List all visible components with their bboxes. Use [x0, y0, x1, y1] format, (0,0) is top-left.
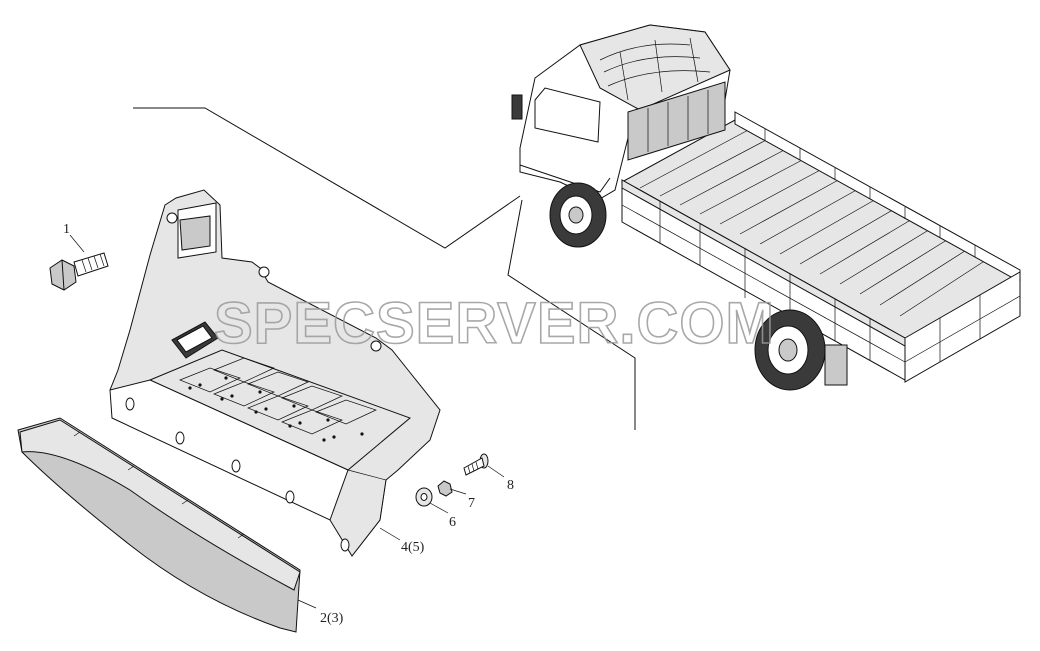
step-bracket — [109, 189, 441, 557]
truck-illustration — [511, 24, 1021, 391]
mud-flap — [824, 344, 848, 386]
screw-8 — [463, 453, 489, 476]
callout-8: 8 — [507, 478, 514, 493]
watermark-text: SPECSERVER.COM — [214, 291, 775, 356]
step-front-lip — [109, 379, 349, 521]
bolt-1 — [49, 252, 109, 291]
leader-lines — [133, 107, 636, 430]
callout-4-5: 4(5) — [401, 540, 425, 555]
bolt-thread — [73, 252, 109, 277]
washer-6 — [415, 487, 433, 507]
callout-2-3: 2(3) — [320, 611, 344, 626]
nut-7 — [437, 480, 453, 497]
side-mirror — [511, 94, 523, 120]
callout-leaders — [69, 234, 505, 609]
cab-rear-window — [627, 81, 726, 161]
callout-7: 7 — [468, 496, 475, 511]
windshield — [534, 87, 601, 143]
callout-1: 1 — [63, 222, 70, 237]
step-cover — [17, 417, 301, 633]
rear-panel — [904, 271, 1021, 383]
callout-6: 6 — [449, 515, 456, 530]
